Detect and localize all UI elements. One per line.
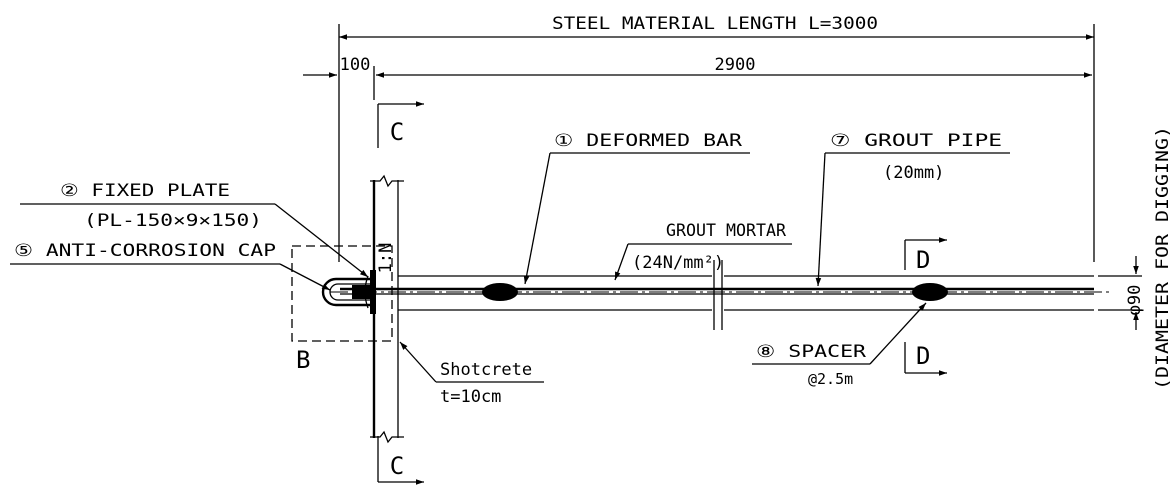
section-d-bottom-label: D xyxy=(916,342,930,370)
spacer-pitch: @2.5m xyxy=(808,370,853,388)
anti-corrosion-cap-callout: ⑤ ANTI-CORROSION CAP xyxy=(10,241,331,291)
deformed-bar-callout: ① DEFORMED BAR xyxy=(523,131,750,285)
diameter-label: φ90 xyxy=(1125,285,1145,316)
diameter-note: (DIAMETER FOR DIGGING) xyxy=(1153,126,1173,390)
total-length-dimension: STEEL MATERIAL LENGTH L=3000 xyxy=(338,14,1095,262)
grout-mortar-label: GROUT MORTAR xyxy=(666,221,787,241)
fixed-plate xyxy=(352,270,376,314)
grout-mortar-callout: GROUT MORTAR (24N/mm²) xyxy=(614,221,792,281)
fixed-plate-label: ② FIXED PLATE xyxy=(60,181,230,201)
right-segment-label: 2900 xyxy=(715,55,756,75)
grout-mortar-spec: (24N/mm²) xyxy=(632,253,724,273)
total-length-label: STEEL MATERIAL LENGTH L=3000 xyxy=(552,14,878,34)
grout-pipe-label: ⑦ GROUT PIPE xyxy=(830,131,1002,151)
spacer-1 xyxy=(482,283,518,301)
section-d-marker: D D xyxy=(904,237,947,376)
fixed-plate-spec: (PL-150×9×150) xyxy=(84,211,262,231)
segment-dimension: 100 2900 xyxy=(303,55,1092,100)
shotcrete-label: Shotcrete xyxy=(440,360,532,380)
grout-pipe-size: (20mm) xyxy=(883,163,944,183)
grout-pipe-callout: ⑦ GROUT PIPE (20mm) xyxy=(815,131,1010,287)
section-c-top-marker: C xyxy=(377,101,424,148)
slope-label: 1:N xyxy=(376,243,396,274)
section-d-top-label: D xyxy=(916,246,930,274)
detail-b-box: B xyxy=(291,245,393,374)
deformed-bar xyxy=(330,287,1112,295)
anti-corrosion-cap-label: ⑤ ANTI-CORROSION CAP xyxy=(14,241,276,261)
anti-corrosion-cap xyxy=(321,277,370,307)
diameter-dimension: φ90 (DIAMETER FOR DIGGING) xyxy=(1098,126,1173,390)
spacer-2 xyxy=(912,283,948,301)
detail-b-label: B xyxy=(296,346,310,374)
fixed-plate-callout: ② FIXED PLATE (PL-150×9×150) xyxy=(20,181,369,278)
spacer-label: ⑧ SPACER xyxy=(756,342,867,362)
section-c-bottom-label: C xyxy=(390,452,404,480)
spacer-callout: ⑧ SPACER @2.5m xyxy=(752,302,927,388)
borehole xyxy=(398,260,1094,330)
deformed-bar-label: ① DEFORMED BAR xyxy=(554,131,743,151)
shotcrete-callout: Shotcrete t=10cm xyxy=(399,341,544,407)
section-c-top-label: C xyxy=(390,118,404,146)
section-c-bottom-marker: C xyxy=(377,436,424,485)
shotcrete-thickness: t=10cm xyxy=(440,387,501,407)
left-segment-label: 100 xyxy=(340,55,371,75)
